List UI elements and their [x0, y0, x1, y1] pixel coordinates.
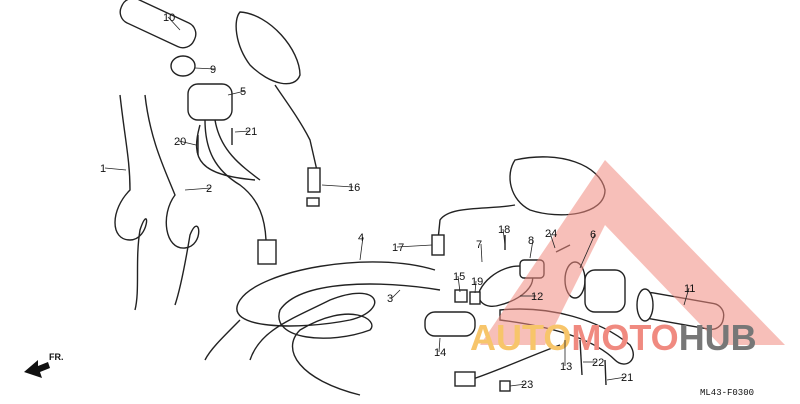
watermark-text-auto: AUTO: [470, 317, 571, 358]
callout-leader-line: [359, 236, 364, 261]
callout-label: 8: [528, 235, 534, 247]
callout-label: 22: [592, 357, 604, 369]
callout-label: 7: [476, 239, 482, 251]
callout-label: 20: [174, 136, 186, 148]
left-mirror: [235, 11, 321, 207]
callout-leader-line: [683, 287, 690, 306]
callout-leader-line: [391, 289, 401, 299]
callout-label: 2: [206, 183, 212, 195]
callout-label: 12: [531, 291, 543, 303]
callout-label: 18: [498, 224, 510, 236]
callout-leader-line: [178, 140, 197, 146]
callout-leader-line: [438, 337, 441, 353]
callout-label: 9: [210, 64, 216, 76]
callout-label: 21: [621, 372, 633, 384]
callout-leader-line: [529, 239, 534, 259]
callout-label: 5: [240, 86, 246, 98]
callout-leader-line: [396, 244, 433, 248]
left-grip: [119, 0, 197, 77]
callout-leader-line: [104, 167, 127, 171]
direction-label: FR.: [49, 352, 64, 362]
callout-leader-line: [549, 232, 556, 249]
callout-leader-line: [502, 228, 506, 246]
callout-label: 15: [453, 271, 465, 283]
callout-leader-line: [474, 280, 477, 294]
watermark-logo: AUTOMOTOHUB: [470, 160, 785, 358]
callout-leader-line: [480, 243, 483, 263]
watermark-text: AUTOMOTOHUB: [470, 317, 757, 358]
callout-label: 19: [471, 276, 483, 288]
callout-leader-line: [184, 187, 212, 191]
callout-label: 6: [590, 229, 596, 241]
callout-leader-line: [509, 383, 527, 387]
throttle-cables: [114, 94, 200, 311]
callout-label: 21: [245, 126, 257, 138]
callout-label: 24: [545, 228, 557, 240]
callout-label: 10: [163, 12, 175, 24]
callout-label: 23: [521, 379, 533, 391]
callout-label: 1: [100, 163, 106, 175]
callout-label: 11: [684, 283, 695, 295]
callout-label: 13: [560, 361, 572, 373]
watermark-text-moto: MOTO: [571, 317, 678, 358]
watermark-text-hub: HUB: [679, 317, 757, 358]
callout-leader-line: [167, 16, 181, 31]
callout-label: 3: [387, 293, 393, 305]
control-cables: [204, 261, 441, 396]
callout-leader-line: [606, 376, 627, 381]
callout-leader-line: [227, 90, 246, 96]
callout-leader-line: [457, 275, 461, 293]
drawing-code: ML43-F0300: [700, 388, 754, 398]
left-switch-housing: [187, 83, 277, 265]
front-direction-arrow: FR.: [24, 352, 64, 378]
callout-leader-line: [579, 233, 596, 269]
callout-label: 4: [358, 232, 364, 244]
callout-label: 14: [434, 347, 446, 359]
callout-leader-line: [194, 67, 216, 70]
callout-label: 17: [392, 242, 404, 254]
callout-leader-line: [234, 130, 251, 133]
callout-label: 16: [348, 182, 360, 194]
callout-leader-line: [321, 184, 354, 188]
